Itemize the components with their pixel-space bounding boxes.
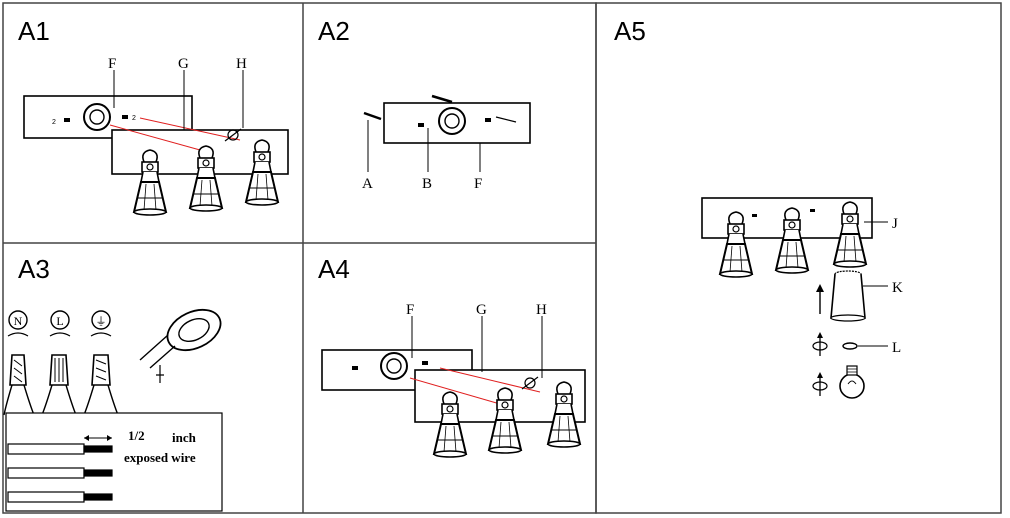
strip-length: 1/2 (128, 428, 145, 443)
panel-a1-title: A1 (18, 16, 50, 46)
light-bulb-icon (839, 365, 865, 399)
screw-icon (521, 376, 539, 390)
neutral-symbol-icon: N (8, 310, 28, 330)
strip-unit: inch (172, 430, 197, 445)
wire-nut-icon (83, 354, 119, 416)
svg-text:⏚: ⏚ (96, 315, 107, 328)
wire-nut-icon (41, 354, 77, 416)
screw-icon (363, 111, 382, 121)
accent-line (409, 377, 501, 405)
screw-icon (431, 94, 453, 104)
panel-a3-title: A3 (18, 254, 50, 284)
svg-text:L: L (56, 314, 63, 328)
screw-icon (224, 128, 242, 142)
label-b: B (422, 176, 432, 192)
live-symbol-icon: L (50, 310, 70, 330)
label-g: G (178, 56, 189, 72)
wire-nut-icon (3, 354, 35, 416)
label-h: H (536, 302, 547, 318)
electrical-tape-icon (139, 308, 222, 383)
label-j: J (892, 216, 898, 232)
label-h: H (236, 56, 247, 72)
panel-a5: A5 J K L (614, 16, 903, 399)
panel-a5-title: A5 (614, 16, 646, 46)
wire-strands (7, 443, 113, 503)
strip-caption: exposed wire (124, 450, 196, 465)
panel-a2-title: A2 (318, 16, 350, 46)
label-f: F (474, 176, 482, 192)
label-f: F (406, 302, 414, 318)
label-l: L (892, 340, 901, 356)
locking-ring-icon (842, 342, 858, 350)
rotate-icon (812, 372, 828, 396)
accent-line (139, 117, 241, 141)
ground-symbol-icon: ⏚ (91, 310, 111, 330)
label-k: K (892, 280, 903, 296)
panel-a1: A1 2 2 F G H (18, 16, 289, 216)
glass-shade-icon (830, 270, 866, 322)
label-f: F (108, 56, 116, 72)
panel-a3: A3 N L ⏚ (3, 254, 223, 512)
svg-text:2: 2 (52, 119, 56, 126)
panel-a4: A4 F G H (318, 254, 586, 458)
label-g: G (476, 302, 487, 318)
svg-text:2: 2 (132, 115, 136, 122)
accent-line (109, 124, 201, 151)
panel-a2: A2 A B F (318, 16, 531, 192)
panel-frames (2, 2, 1002, 514)
rotate-icon (812, 332, 828, 356)
label-a: A (362, 176, 373, 192)
arrow-up-icon (816, 284, 824, 314)
svg-text:N: N (14, 314, 23, 328)
panel-a4-title: A4 (318, 254, 350, 284)
